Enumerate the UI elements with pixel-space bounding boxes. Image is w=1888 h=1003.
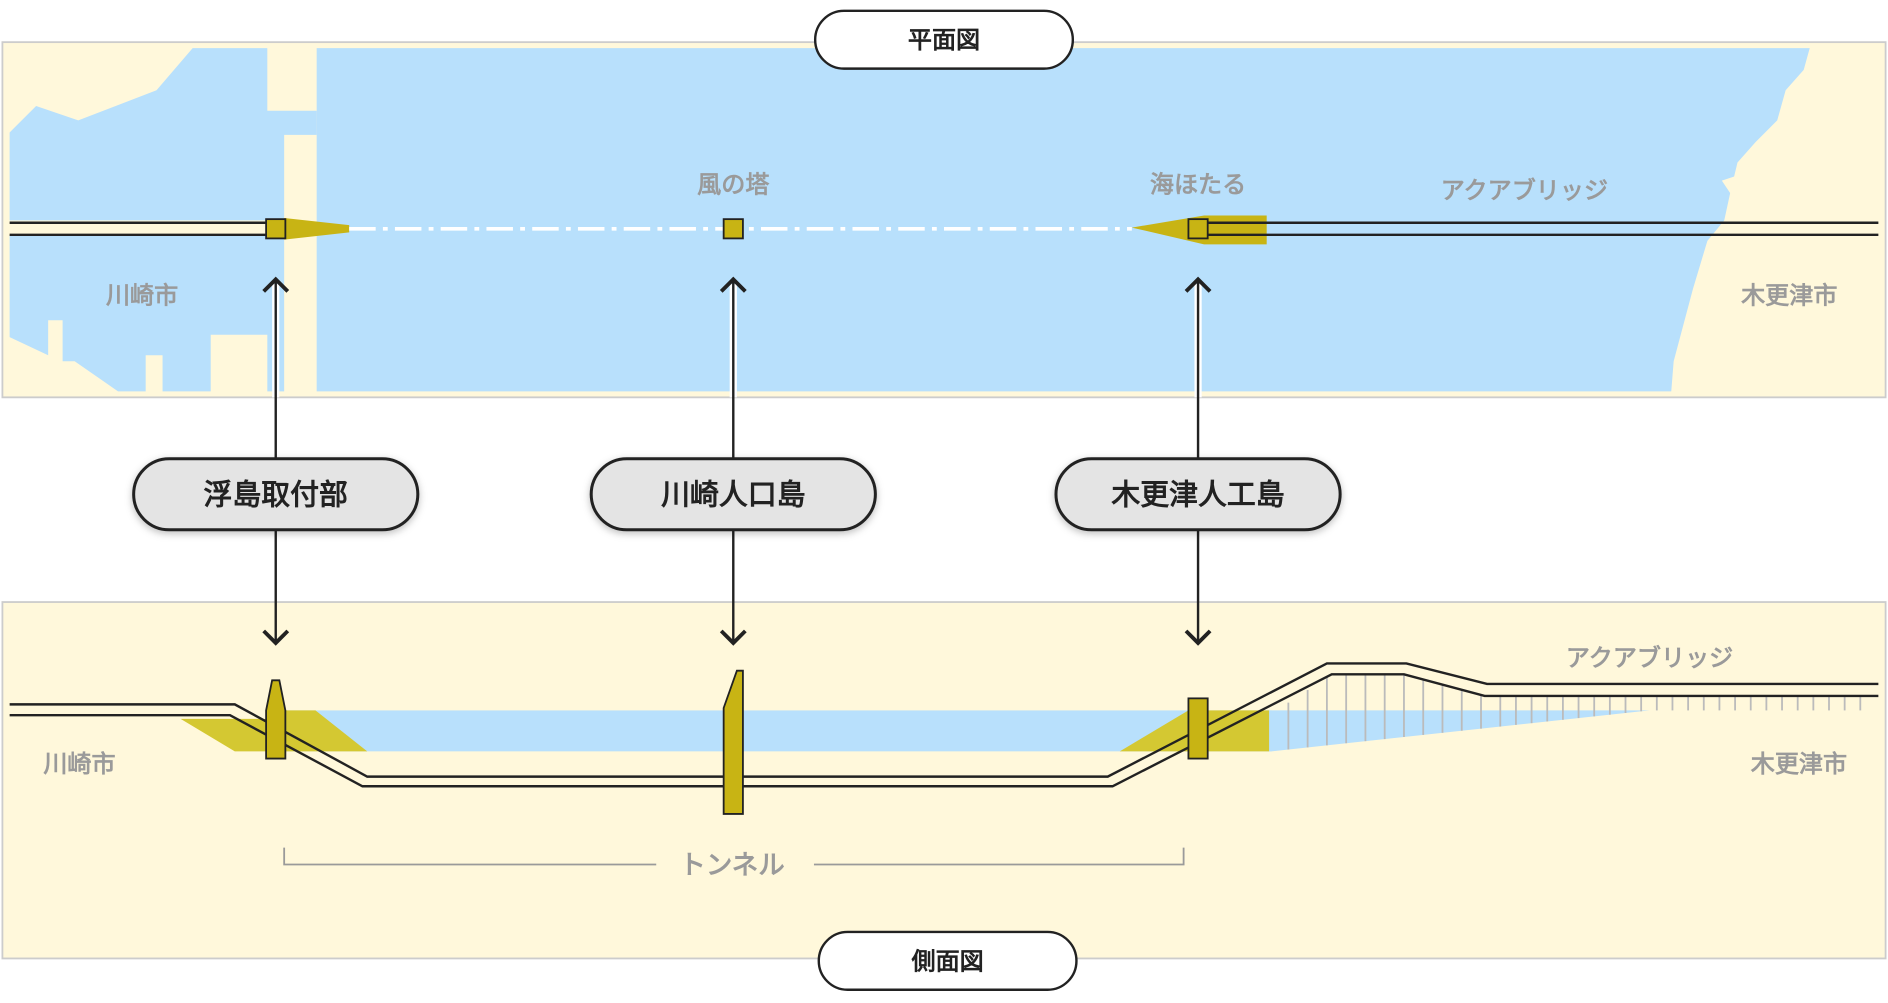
side-kisarazu-fill-right <box>1207 710 1270 752</box>
plan-label-wind-tower: 風の塔 <box>697 171 770 199</box>
callout-kawasaki-island: 川崎人口島 <box>661 478 805 512</box>
side-wind-tower <box>722 669 744 815</box>
plan-ukishima-structure <box>284 217 350 240</box>
side-ukishima-fill-left <box>180 718 268 752</box>
side-umihotaru-structure <box>1187 697 1209 760</box>
plan-label-kisarazu: 木更津市 <box>1740 281 1837 309</box>
callout-ukishima: 浮島取付部 <box>204 478 348 512</box>
plan-road <box>9 221 1879 236</box>
tunnel-bracket <box>283 847 1185 866</box>
callout-ukishima-pill <box>132 457 420 532</box>
plan-title-pill <box>813 9 1075 70</box>
plan-label-kawasaki: 川崎市 <box>106 281 178 309</box>
plan-title: 平面図 <box>908 26 980 54</box>
side-label-aqua-bridge: アクアブリッジ <box>1566 644 1733 672</box>
side-label-kawasaki: 川崎市 <box>43 750 115 778</box>
plan-label-umihotaru: 海ほたる <box>1150 171 1246 199</box>
plan-view: 川崎市 木更津市 風の塔 海ほたる アクアブリッジ 平面図 <box>1 9 1887 399</box>
side-kisarazu-fill-left <box>1119 710 1189 752</box>
plan-sea-bottom-left <box>9 234 285 392</box>
plan-ukishima-marker <box>265 218 287 240</box>
side-title: 側面図 <box>910 947 983 975</box>
side-water <box>284 710 1272 752</box>
side-view: トンネル 川崎市 木更津市 アクアブリッジ 側面図 <box>1 601 1887 991</box>
side-water-bridge <box>1266 710 1650 752</box>
plan-umihotaru-marker <box>1187 218 1209 240</box>
callout-arrows <box>262 276 1212 646</box>
side-title-pill <box>817 930 1078 991</box>
side-label-kisarazu: 木更津市 <box>1750 750 1847 778</box>
callout-kisarazu-island: 木更津人工島 <box>1110 478 1284 512</box>
side-frame <box>1 601 1887 960</box>
plan-wind-tower-marker <box>722 218 744 240</box>
callout-kisarazu-island-pill <box>1054 457 1342 532</box>
side-ukishima-structure <box>265 679 287 760</box>
callout-pills: 浮島取付部 川崎人口島 木更津人工島 <box>132 457 1342 532</box>
plan-label-aqua-bridge: アクアブリッジ <box>1441 177 1608 205</box>
plan-sea <box>316 48 1810 392</box>
side-label-tunnel: トンネル <box>679 850 784 881</box>
side-road <box>9 662 1879 788</box>
callout-kawasaki-island-pill <box>589 457 877 532</box>
plan-sea-left <box>9 48 317 221</box>
side-ukishima-fill-right <box>284 710 368 752</box>
side-bridge-piers <box>1287 674 1862 750</box>
